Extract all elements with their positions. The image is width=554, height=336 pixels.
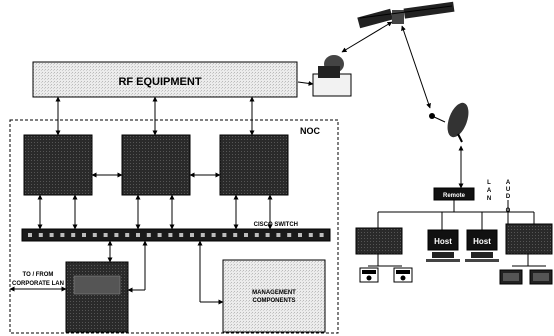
switch-port bbox=[71, 233, 76, 237]
noc-boundary bbox=[9, 119, 339, 334]
lan-letters-letter: L bbox=[487, 180, 491, 186]
corporate-label-line1: TO / FROM bbox=[23, 272, 54, 278]
switch-port bbox=[103, 233, 108, 237]
switch-port bbox=[114, 233, 119, 237]
switch-port bbox=[265, 233, 270, 237]
terminal-icon-2 bbox=[529, 269, 553, 285]
switch-port bbox=[60, 233, 65, 237]
corporate-label-line2: CORPORATE LAN bbox=[12, 281, 64, 287]
switch-port bbox=[146, 233, 151, 237]
rf-to-dish-link bbox=[297, 80, 314, 86]
rf-equipment-box bbox=[32, 61, 298, 98]
management-label-line2: COMPONENTS bbox=[252, 298, 295, 304]
switch-port bbox=[82, 233, 86, 237]
switch-port bbox=[298, 233, 302, 237]
management-label-line1: MANAGEMENT bbox=[252, 290, 296, 296]
host-1-label: Host bbox=[434, 237, 452, 246]
lan-letters-letter: N bbox=[487, 196, 491, 202]
switch-port bbox=[244, 233, 248, 237]
noc-component-1 bbox=[23, 134, 93, 196]
switch-label: CISCO SWITCH bbox=[254, 222, 298, 228]
switch-port bbox=[200, 233, 205, 237]
switch-port bbox=[157, 233, 162, 237]
lan-label: LAN bbox=[487, 180, 492, 202]
switch-ports bbox=[28, 233, 324, 237]
switch-port bbox=[92, 233, 97, 237]
noc-label: NOC bbox=[300, 126, 321, 136]
switch-port bbox=[308, 233, 313, 237]
host-1 bbox=[426, 229, 460, 262]
corporate-gateway-box bbox=[65, 261, 129, 333]
switch-port bbox=[190, 233, 194, 237]
audio-letters-letter: D bbox=[506, 194, 511, 200]
switch-port bbox=[136, 233, 140, 237]
host-2-label: Host bbox=[473, 237, 491, 246]
satellite-link-remote bbox=[401, 25, 431, 109]
switch-port bbox=[168, 233, 173, 237]
audio-letters-letter: U bbox=[506, 187, 510, 193]
switch-port bbox=[28, 233, 32, 237]
switch-port bbox=[179, 233, 184, 237]
phone-icon-2 bbox=[393, 267, 413, 283]
switch-port bbox=[287, 233, 292, 237]
switch-port bbox=[222, 233, 227, 237]
switch-port bbox=[233, 233, 238, 237]
satellite-icon bbox=[357, 1, 455, 29]
management-components-box bbox=[222, 259, 326, 333]
rf-equipment-label: RF EQUIPMENT bbox=[118, 76, 201, 88]
remote-voice-appliance-left bbox=[355, 227, 403, 255]
cisco-switch bbox=[21, 228, 331, 242]
switch-port bbox=[276, 233, 281, 237]
audio-letters-letter: A bbox=[506, 180, 511, 186]
hub-dish-icon bbox=[312, 55, 352, 97]
corporate-gateway-inner bbox=[73, 275, 121, 295]
switch-port bbox=[319, 233, 324, 237]
switch-port bbox=[254, 233, 259, 237]
satellite-link-hub bbox=[341, 21, 393, 53]
remote-router-label: Remote bbox=[443, 193, 466, 199]
terminal-icon-1 bbox=[499, 269, 523, 285]
switch-port bbox=[49, 233, 54, 237]
remote-dish-icon bbox=[429, 102, 469, 143]
noc-component-3 bbox=[219, 134, 289, 196]
remote-voice-appliance-right bbox=[505, 223, 553, 255]
switch-port bbox=[211, 233, 216, 237]
lan-letters-letter: A bbox=[487, 188, 492, 194]
switch-port bbox=[125, 233, 130, 237]
switch-port bbox=[38, 233, 43, 237]
noc-component-2 bbox=[121, 134, 191, 196]
host-2 bbox=[465, 229, 499, 262]
phone-icon-1 bbox=[359, 267, 379, 283]
